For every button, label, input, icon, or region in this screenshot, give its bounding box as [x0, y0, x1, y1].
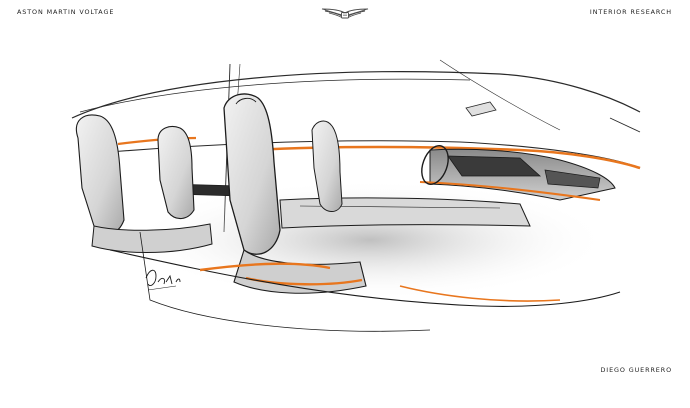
designer-credit: DIEGO GUERRERO [600, 366, 672, 374]
floor-lines [109, 231, 621, 332]
dashboard [419, 145, 616, 201]
winged-logo-icon [321, 8, 369, 19]
artist-signature [145, 269, 181, 291]
front-seat [223, 93, 367, 294]
project-title: ASTON MARTIN VOLTAGE [17, 8, 115, 16]
driver-seat [311, 120, 343, 212]
section-title: INTERIOR RESEARCH [589, 8, 672, 16]
rear-seats [76, 114, 213, 253]
roof-lines [71, 59, 641, 233]
roof-handle [465, 101, 497, 117]
